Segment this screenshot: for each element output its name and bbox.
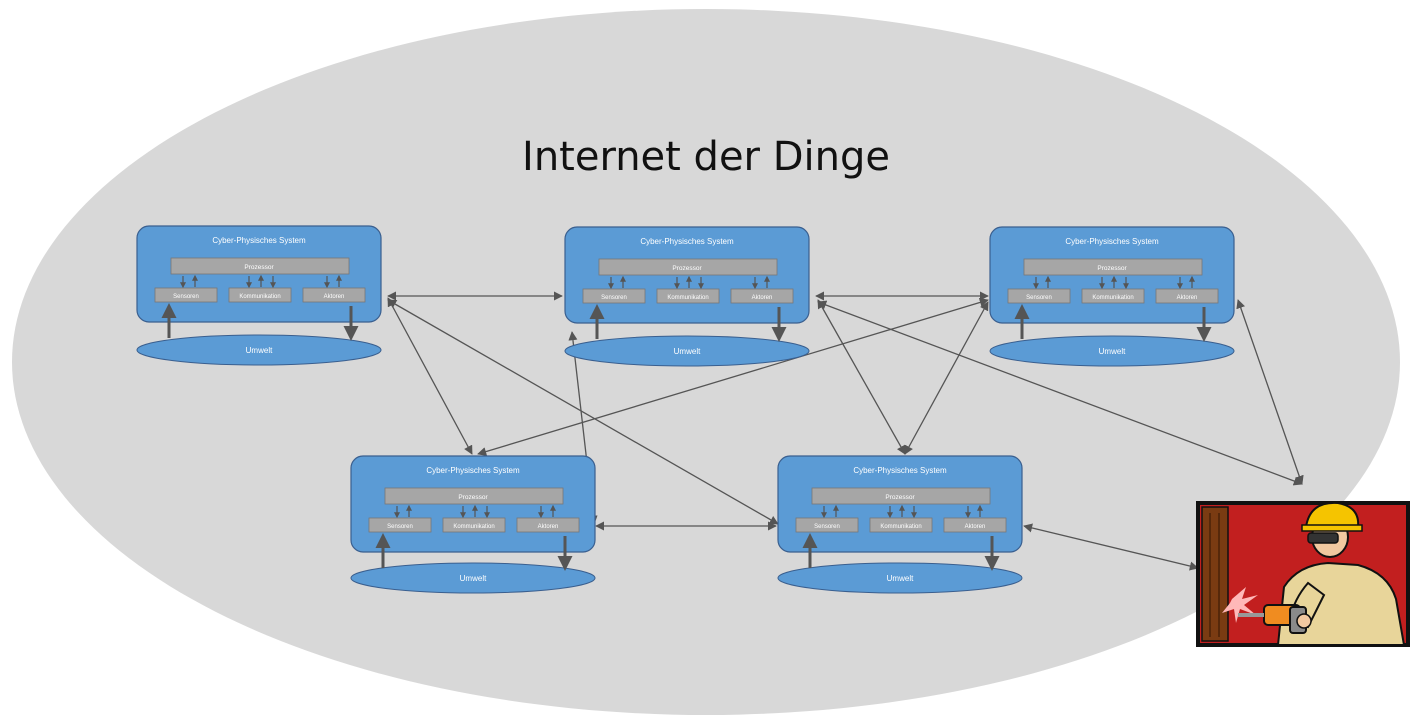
cps-block-5: Umwelt Cyber-Physisches System Prozessor…: [777, 455, 1023, 594]
module-communication-label: Kommunikation: [880, 524, 921, 530]
link-cps3-worker: [1236, 299, 1304, 485]
module-actuators: [730, 288, 794, 304]
module-actuators-label: Aktoren: [752, 295, 773, 301]
environment-label: Umwelt: [1099, 347, 1126, 356]
environment-label: Umwelt: [246, 346, 273, 355]
link-cps2-worker: [817, 300, 1303, 486]
link-cps5-worker: [1023, 523, 1199, 571]
module-actuators: [516, 517, 580, 533]
cps-title: Cyber-Physisches System: [640, 237, 734, 246]
module-actuators-label: Aktoren: [965, 524, 986, 530]
module-sensors: [582, 288, 646, 304]
cps-title: Cyber-Physisches System: [1065, 237, 1159, 246]
module-sensors: [368, 517, 432, 533]
environment-label: Umwelt: [887, 574, 914, 583]
module-communication: [228, 287, 292, 303]
module-communication: [869, 517, 933, 533]
cps-title: Cyber-Physisches System: [212, 236, 306, 245]
environment-label: Umwelt: [460, 574, 487, 583]
cps-block-2: Umwelt Cyber-Physisches System Prozessor…: [564, 226, 810, 367]
connections: [387, 291, 1304, 571]
processor-label: Prozessor: [244, 264, 274, 271]
cps-block-3: Umwelt Cyber-Physisches System Prozessor…: [989, 226, 1235, 367]
module-actuators: [943, 517, 1007, 533]
module-actuators-label: Aktoren: [1177, 295, 1198, 301]
module-actuators: [302, 287, 366, 303]
cps-block-1: Umwelt Cyber-Physisches System Prozessor…: [136, 225, 382, 366]
environment-ellipse: [989, 335, 1235, 367]
environment-label: Umwelt: [674, 347, 701, 356]
module-communication-label: Kommunikation: [667, 295, 708, 301]
cps-block-4: Umwelt Cyber-Physisches System Prozessor…: [350, 455, 596, 594]
processor-label: Prozessor: [672, 265, 702, 272]
processor-label: Prozessor: [458, 494, 488, 501]
module-communication: [1081, 288, 1145, 304]
processor-label: Prozessor: [885, 494, 915, 501]
module-sensors-label: Sensoren: [814, 524, 840, 530]
processor-bar: [1023, 258, 1203, 276]
module-communication-label: Kommunikation: [453, 524, 494, 530]
diagram-title: Internet der Dinge: [522, 134, 890, 180]
module-sensors-label: Sensoren: [173, 294, 199, 300]
module-actuators-label: Aktoren: [324, 294, 345, 300]
module-communication: [442, 517, 506, 533]
module-sensors-label: Sensoren: [601, 295, 627, 301]
cps-title: Cyber-Physisches System: [426, 466, 520, 475]
cps-title: Cyber-Physisches System: [853, 466, 947, 475]
module-actuators: [1155, 288, 1219, 304]
environment-ellipse: [564, 335, 810, 367]
module-communication-label: Kommunikation: [1092, 295, 1133, 301]
module-communication-label: Kommunikation: [239, 294, 280, 300]
module-communication: [656, 288, 720, 304]
environment-ellipse: [350, 562, 596, 594]
construction-worker-with-drill-icon: [1196, 501, 1410, 647]
module-actuators-label: Aktoren: [538, 524, 559, 530]
processor-bar: [170, 257, 350, 275]
processor-label: Prozessor: [1097, 265, 1127, 272]
environment-ellipse: [136, 334, 382, 366]
processor-bar: [598, 258, 778, 276]
processor-bar: [811, 487, 991, 505]
module-sensors: [795, 517, 859, 533]
module-sensors-label: Sensoren: [387, 524, 413, 530]
module-sensors: [154, 287, 218, 303]
module-sensors-label: Sensoren: [1026, 295, 1052, 301]
environment-ellipse: [777, 562, 1023, 594]
processor-bar: [384, 487, 564, 505]
module-sensors: [1007, 288, 1071, 304]
